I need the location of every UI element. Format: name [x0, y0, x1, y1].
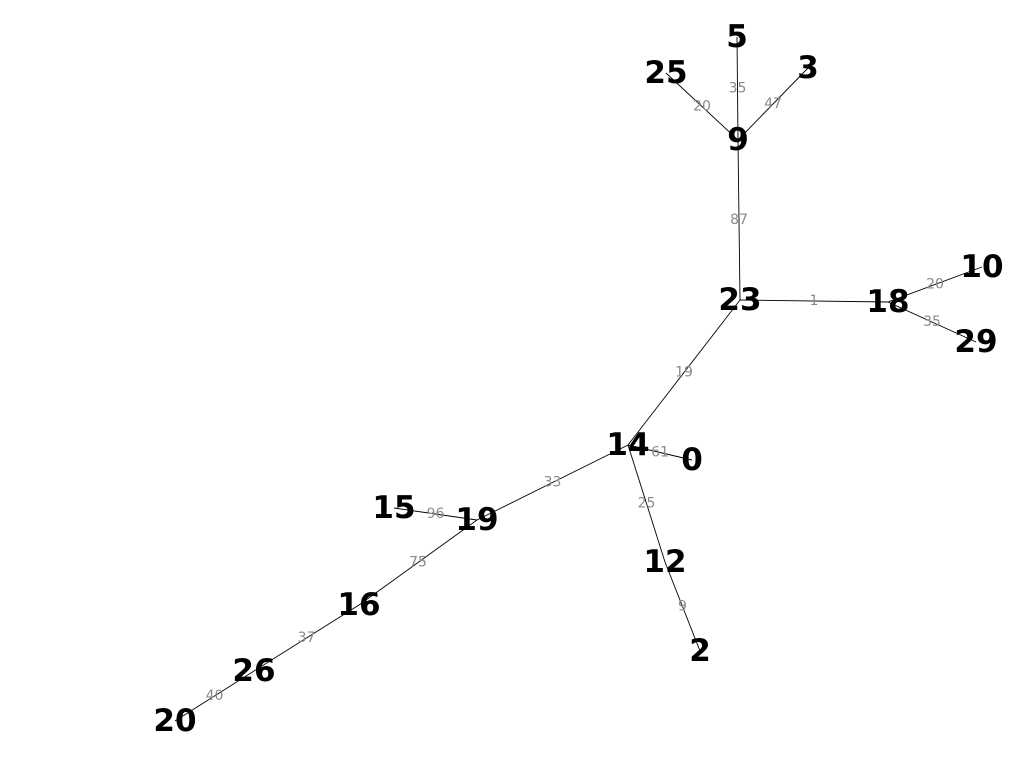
node-2[interactable]: 2 — [689, 633, 711, 669]
node-9[interactable]: 9 — [727, 122, 749, 158]
edge-23-18 — [739, 299, 889, 303]
edge-9-25 — [665, 72, 739, 141]
edge-weight-9-3: 47 — [764, 96, 782, 112]
edge-weight-26-20: 40 — [206, 688, 224, 704]
edge-weight-18-29: 35 — [923, 314, 941, 330]
edge-weight-14-12: 25 — [638, 496, 656, 512]
edge-9-5 — [736, 36, 739, 141]
edge-weight-14-23: 19 — [675, 365, 693, 381]
node-15[interactable]: 15 — [372, 490, 415, 526]
edge-12-2 — [664, 561, 701, 652]
edge-weight-12-2: 9 — [678, 599, 687, 615]
edge-9-3 — [737, 67, 809, 141]
node-10[interactable]: 10 — [960, 249, 1003, 285]
edge-14-12 — [627, 444, 666, 563]
edge-weight-9-25: 20 — [693, 99, 711, 115]
node-12[interactable]: 12 — [643, 544, 686, 580]
edge-23-9 — [737, 139, 741, 301]
node-23[interactable]: 23 — [718, 282, 761, 318]
edge-weight-14-0: 61 — [651, 445, 669, 461]
node-19[interactable]: 19 — [455, 502, 498, 538]
edge-14-0 — [627, 444, 693, 461]
edge-18-29 — [887, 301, 977, 343]
node-3[interactable]: 3 — [797, 50, 819, 86]
edge-weight-14-19: 33 — [544, 475, 562, 491]
node-29[interactable]: 29 — [954, 324, 997, 360]
node-0[interactable]: 0 — [681, 442, 703, 478]
node-14[interactable]: 14 — [606, 427, 649, 463]
node-25[interactable]: 25 — [644, 55, 687, 91]
edge-19-15 — [393, 507, 478, 521]
edges-layer — [174, 36, 983, 722]
edge-18-10 — [887, 266, 983, 303]
edge-weight-16-26: 37 — [298, 630, 316, 646]
node-26[interactable]: 26 — [232, 653, 275, 689]
edge-weight-19-15: 96 — [427, 506, 445, 522]
edge-weight-23-9: 87 — [730, 212, 748, 228]
edge-19-16 — [358, 519, 478, 606]
node-5[interactable]: 5 — [726, 19, 748, 55]
node-18[interactable]: 18 — [866, 284, 909, 320]
node-20[interactable]: 20 — [153, 703, 196, 739]
edge-14-23 — [627, 299, 741, 446]
edge-weight-18-10: 20 — [926, 277, 944, 293]
edge-weight-9-5: 35 — [729, 81, 747, 97]
edge-26-20 — [174, 670, 255, 722]
edge-16-26 — [253, 604, 360, 672]
edge-14-19 — [476, 444, 629, 521]
edge-weight-19-16: 75 — [409, 555, 427, 571]
edge-weight-23-18: 1 — [810, 293, 819, 309]
node-16[interactable]: 16 — [337, 587, 380, 623]
